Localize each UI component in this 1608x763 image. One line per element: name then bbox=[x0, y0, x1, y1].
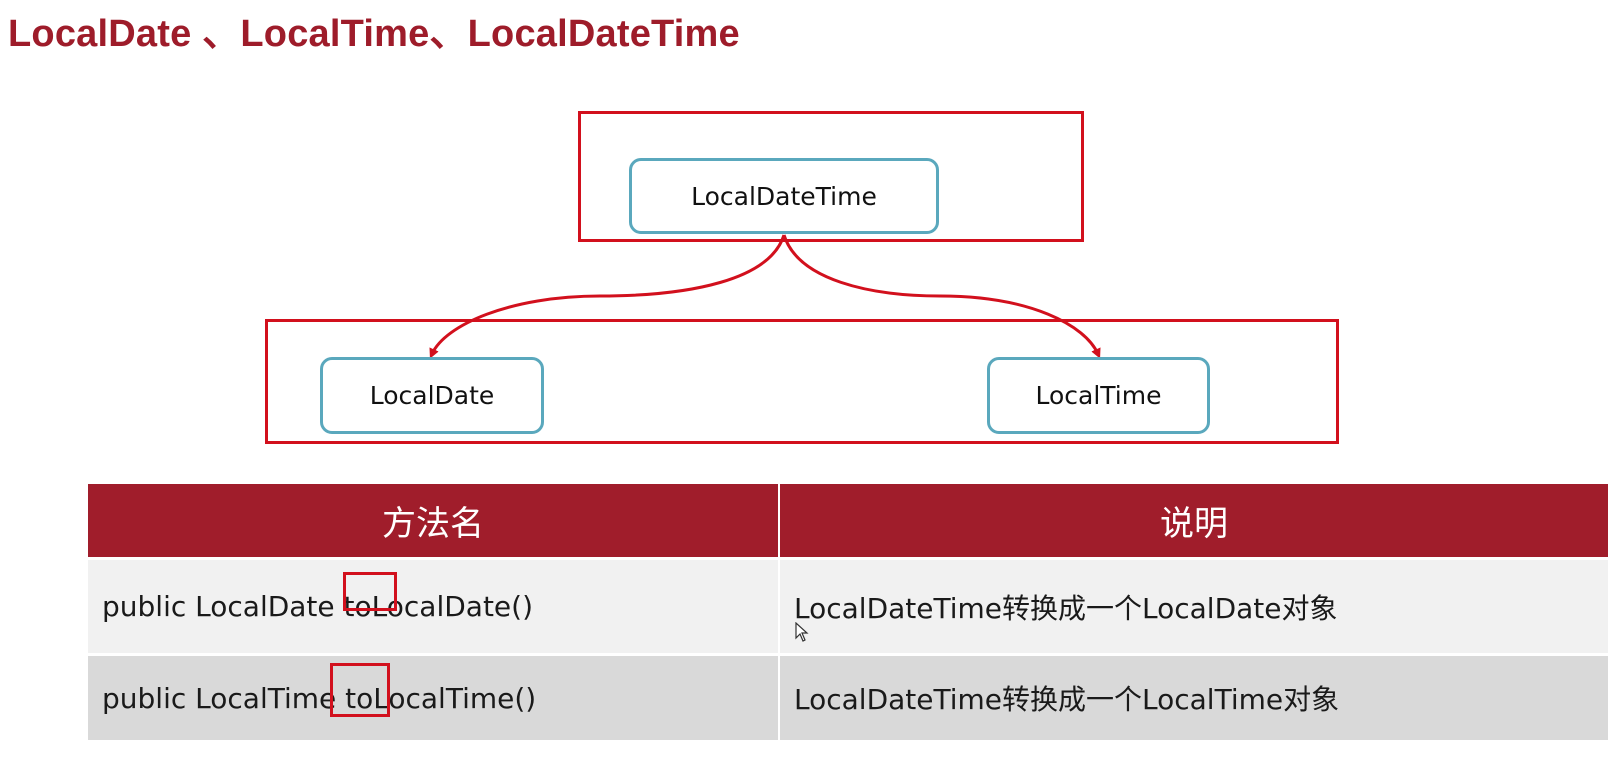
slide-title: LocalDate 、LocalTime、LocalDateTime bbox=[8, 13, 740, 55]
node-localdate: LocalDate bbox=[320, 357, 544, 434]
node-localdatetime: LocalDateTime bbox=[629, 158, 939, 234]
method-cell-to-local-date: public LocalDate toLocalDate() bbox=[88, 557, 780, 655]
table-row: public LocalTime toLocalTime() LocalDate… bbox=[88, 653, 1608, 740]
table-row: public LocalDate toLocalDate() LocalDate… bbox=[88, 557, 1608, 655]
connector-arrows bbox=[429, 234, 1101, 359]
class-diagram: LocalDateTime LocalDate LocalTime bbox=[265, 111, 1339, 444]
description-cell: LocalDateTime转换成一个LocalDate对象 bbox=[779, 557, 1608, 655]
method-cell-to-local-time: public LocalTime toLocalTime() bbox=[88, 653, 780, 740]
method-signature: public LocalDate toLocalDate() bbox=[102, 590, 533, 623]
mouse-cursor-icon bbox=[795, 622, 809, 642]
node-localtime: LocalTime bbox=[987, 357, 1210, 434]
table-header-row: 方法名 说明 bbox=[88, 484, 1608, 559]
method-signature: public LocalTime toLocalTime() bbox=[102, 681, 537, 715]
parent-highlight-box bbox=[578, 111, 1084, 242]
arrow-to-localdate bbox=[429, 234, 786, 359]
children-highlight-box bbox=[265, 319, 1339, 444]
header-method-name: 方法名 bbox=[88, 484, 780, 559]
arrow-to-localtime bbox=[782, 234, 1101, 359]
description-cell: LocalDateTime转换成一个LocalTime对象 bbox=[779, 653, 1608, 740]
method-table: 方法名 说明 public LocalDate toLocalDate() Lo… bbox=[88, 484, 1608, 740]
header-description: 说明 bbox=[779, 484, 1608, 559]
